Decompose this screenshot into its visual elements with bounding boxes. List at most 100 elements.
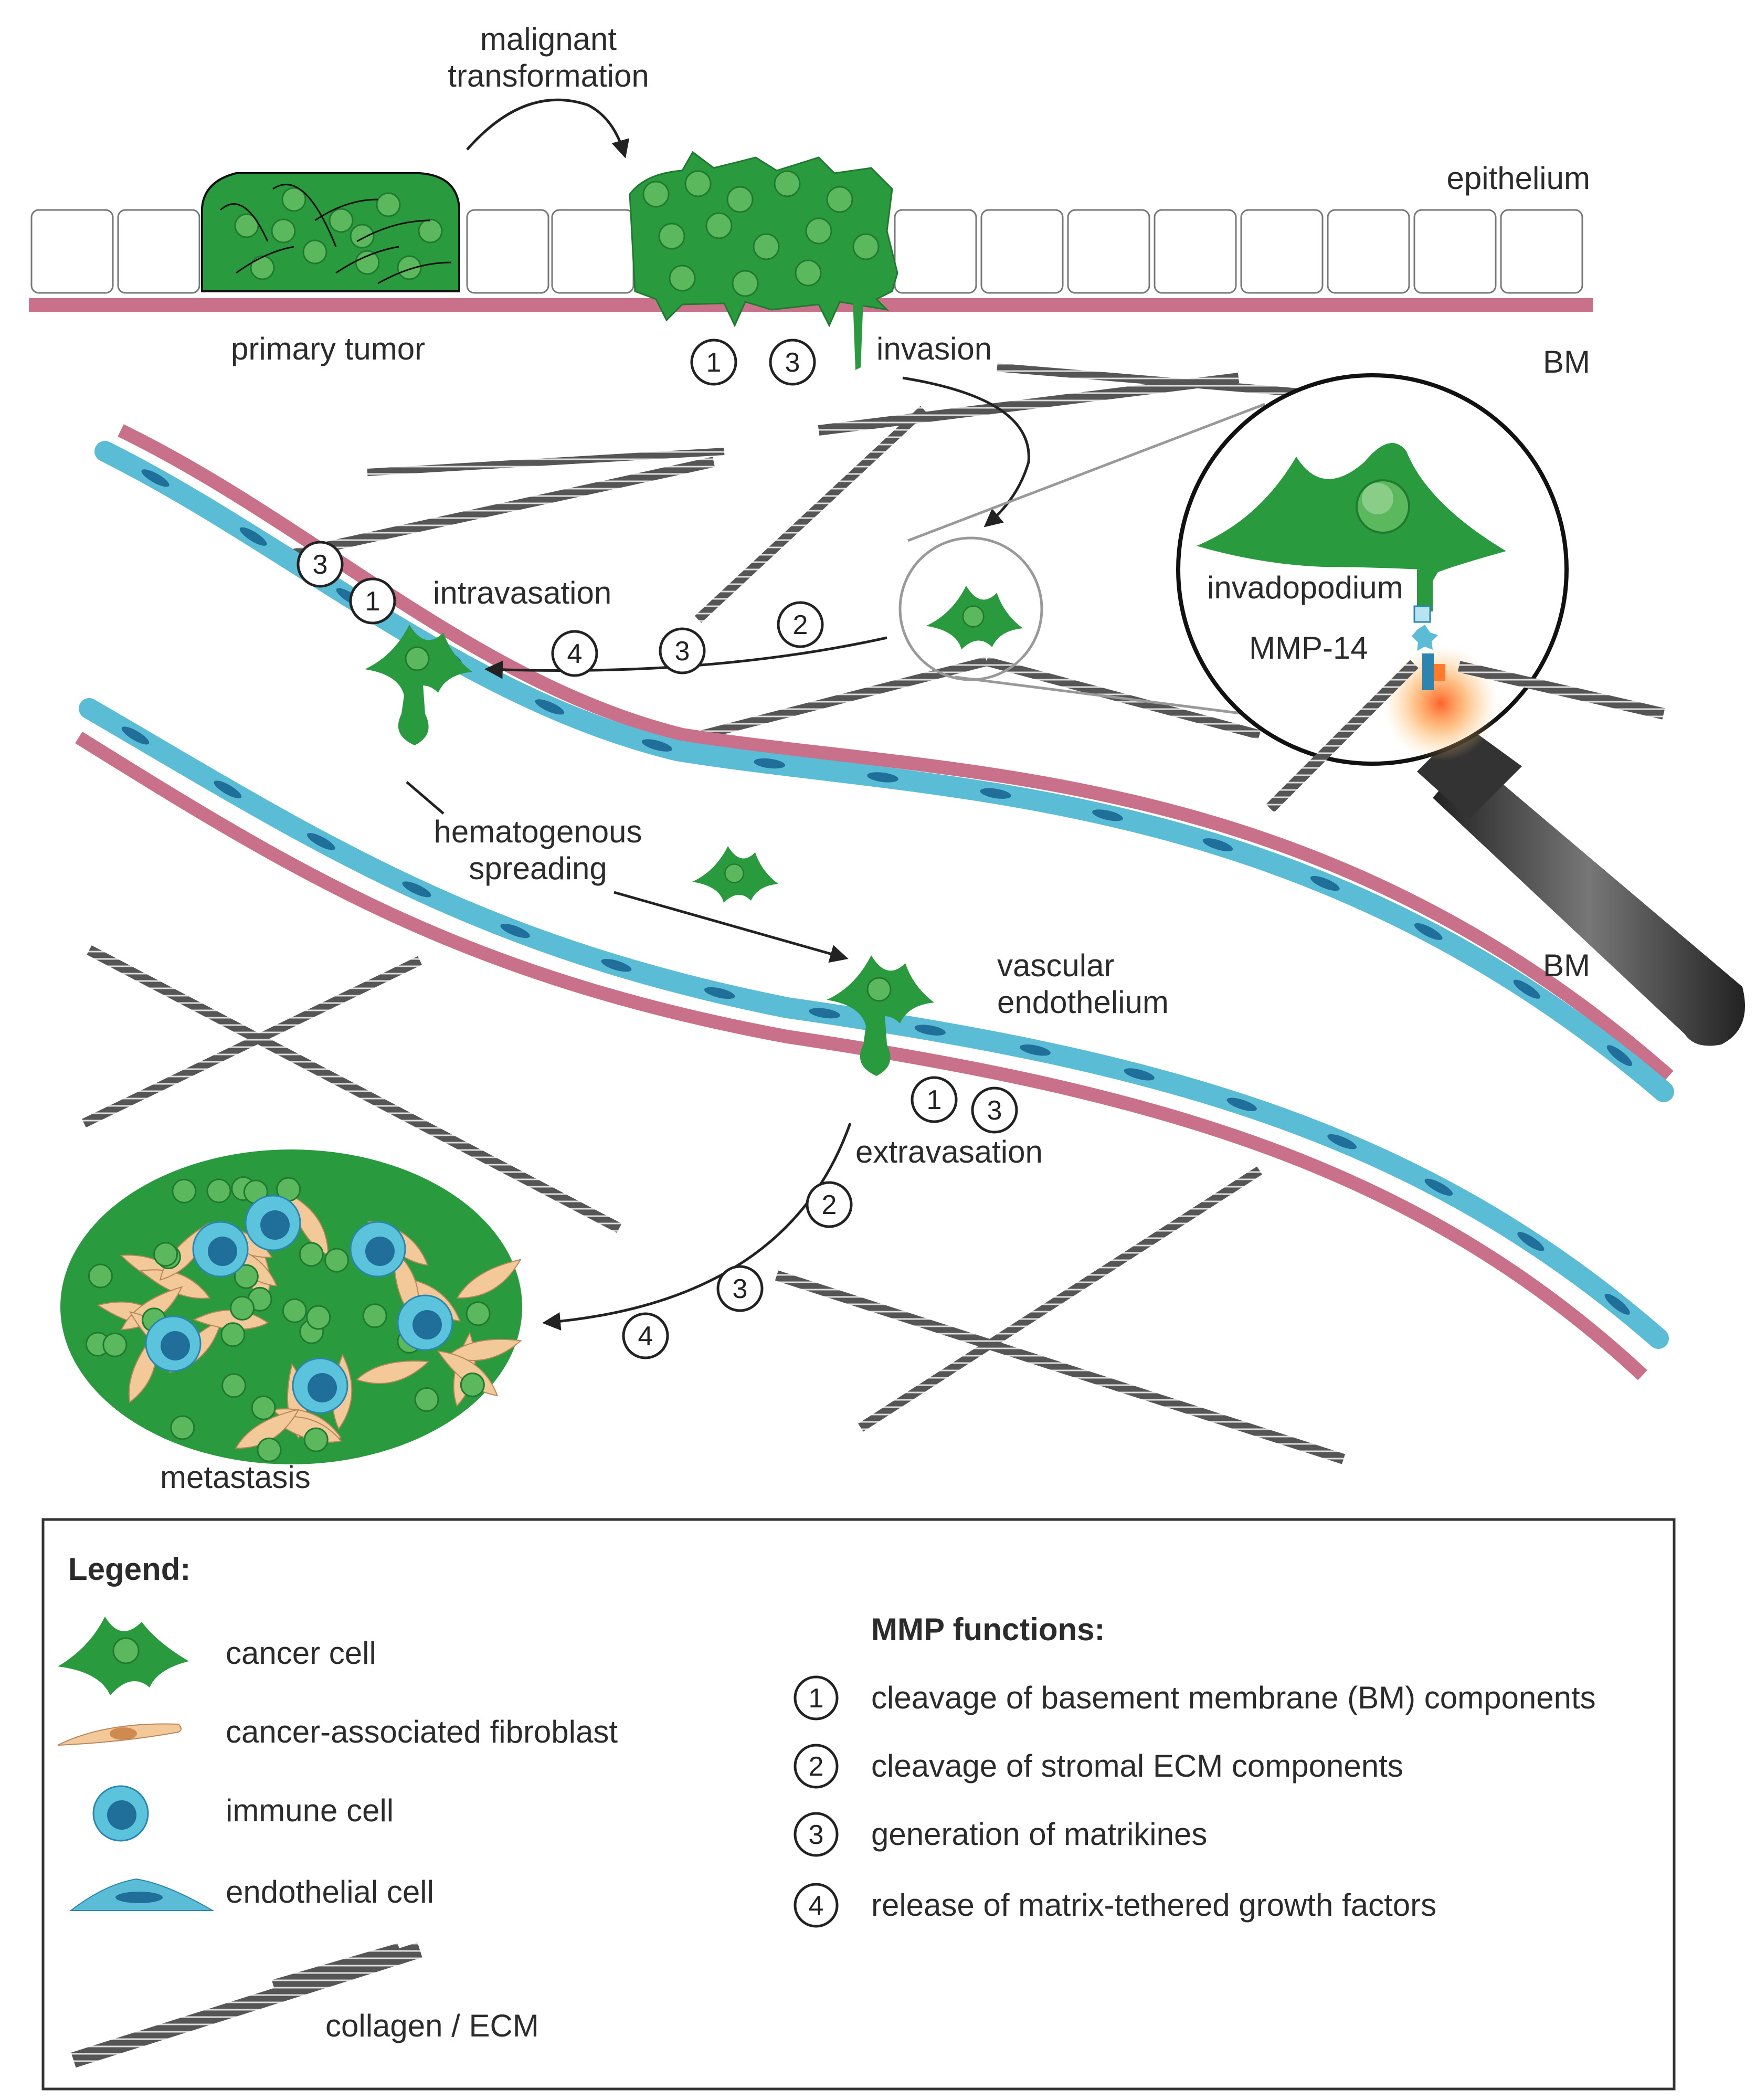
hematogenous-arrow <box>613 891 849 963</box>
endothelial-nucleus <box>641 739 672 752</box>
cell-nucleus <box>642 181 670 208</box>
collagen-fiber <box>87 945 622 1233</box>
cancer-nucleus <box>306 1305 331 1330</box>
cancer-nucleus <box>230 1295 255 1321</box>
label-extravasation: extravasation <box>855 1134 1043 1169</box>
endothelial-nucleus <box>980 788 1011 799</box>
cancer-nucleus <box>257 1437 282 1462</box>
svg-text:2: 2 <box>809 1751 824 1782</box>
cancer-nucleus <box>221 1373 247 1398</box>
collagen-fibers <box>82 363 1376 1464</box>
collagen-fiber <box>681 657 988 745</box>
invading-tumor <box>629 151 898 370</box>
collagen-fiber <box>82 956 422 1128</box>
marker-path-4: 4 <box>551 630 598 677</box>
endothelial-nucleus <box>1124 1068 1155 1081</box>
label-invadopodium: invadopodium <box>1207 570 1403 605</box>
cell-nucleus <box>732 270 759 297</box>
endothelial-nucleus <box>601 958 632 972</box>
extravasation-arrow <box>542 1123 852 1331</box>
cancer-nucleus <box>88 1263 113 1289</box>
cancer-nucleus <box>324 1248 349 1273</box>
cell-nucleus <box>726 186 754 213</box>
lens-cancer-cell <box>1197 443 1506 585</box>
diagram-labels: malignant transformation epithelium prim… <box>160 22 1590 1495</box>
endothelial-nucleus <box>1513 979 1540 999</box>
endothelial-nucleus <box>1604 1293 1630 1315</box>
label-primary-tumor: primary tumor <box>231 331 425 366</box>
cell-nucleus <box>852 233 880 260</box>
label-hematogenous: hematogenous <box>434 814 642 849</box>
cancer-nucleus <box>299 1242 324 1267</box>
cancer-nucleus <box>153 1242 178 1267</box>
cell-nucleus <box>350 224 375 249</box>
endothelial-nucleus <box>1202 838 1233 851</box>
endothelial-nucleus <box>1517 1232 1545 1251</box>
marker-intravasation-3: 3 <box>297 541 344 588</box>
epithelial-cell <box>551 209 634 294</box>
epithelial-cell <box>1067 209 1150 294</box>
svg-text:4: 4 <box>638 1321 653 1352</box>
cell-nucleus <box>302 239 327 265</box>
cell-nucleus <box>658 223 685 250</box>
marker-meta-3: 3 <box>716 1265 764 1312</box>
endothelial-nucleus <box>1226 1098 1257 1111</box>
legend-box <box>41 1518 1676 2091</box>
collagen-fiber <box>282 457 715 562</box>
cell-nucleus <box>774 170 801 197</box>
epithelium-layer <box>30 209 1583 294</box>
marker-intravasation-1: 1 <box>349 577 396 625</box>
cancer-cell <box>926 586 1023 650</box>
endothelial-nucleus <box>914 1025 946 1036</box>
label-vascular: vascular <box>997 948 1114 983</box>
fibroblast <box>355 1360 430 1384</box>
cell-nucleus <box>684 170 712 197</box>
legend-collagen: collagen / ECM <box>325 2008 539 2043</box>
label-malignant: malignant <box>480 22 617 57</box>
collagen-fiber <box>694 406 927 623</box>
cell-nucleus <box>795 259 822 287</box>
epithelial-cell <box>980 209 1064 294</box>
cell-nucleus <box>705 212 733 239</box>
endothelial-nucleus <box>1606 1045 1633 1066</box>
marker-path-3: 3 <box>659 627 706 674</box>
fibroblast <box>235 1408 300 1449</box>
epithelial-cell <box>894 209 977 294</box>
endothelial-nucleus <box>754 758 786 769</box>
endothelial-nucleus <box>500 923 530 938</box>
scene-cancer-cells <box>365 586 1023 1076</box>
svg-text:3: 3 <box>785 347 800 378</box>
label-endothelium: endothelium <box>997 985 1169 1020</box>
endothelial-nucleus <box>1092 809 1123 821</box>
endothelial-nucleus <box>535 699 565 715</box>
svg-text:3: 3 <box>733 1274 748 1304</box>
label-transformation: transformation <box>448 58 649 93</box>
lens-collagen <box>1266 660 1665 812</box>
svg-text:1: 1 <box>809 1683 824 1714</box>
step-markers: 1 3 3 1 4 3 2 1 3 2 3 4 <box>297 339 1018 1359</box>
cancer-nucleus <box>362 1303 387 1328</box>
legend-endothelial-cell: endothelial cell <box>226 1874 434 1909</box>
svg-text:2: 2 <box>822 1190 837 1220</box>
cancer-nucleus <box>414 1387 439 1412</box>
fibroblast <box>456 1259 522 1299</box>
legend-immune-cell: immune cell <box>226 1793 394 1828</box>
endothelial-nucleus <box>809 1008 840 1019</box>
svg-text:3: 3 <box>675 636 690 667</box>
epithelial-cell <box>30 209 114 294</box>
label-epithelium: epithelium <box>1447 161 1591 196</box>
label-mmp14: MMP-14 <box>1249 630 1368 666</box>
cancer-nucleus <box>460 1372 485 1397</box>
cell-nucleus <box>376 192 401 217</box>
epithelial-cell <box>1240 209 1324 294</box>
magnifier <box>898 373 1745 1046</box>
lower-vessel <box>75 698 1669 1380</box>
cell-nucleus <box>397 255 422 280</box>
endothelial-nucleus <box>1414 923 1443 940</box>
marker-meta-4: 4 <box>622 1312 669 1359</box>
spreading-line <box>406 781 445 815</box>
cell-nucleus <box>355 250 380 275</box>
svg-text:4: 4 <box>567 639 583 669</box>
